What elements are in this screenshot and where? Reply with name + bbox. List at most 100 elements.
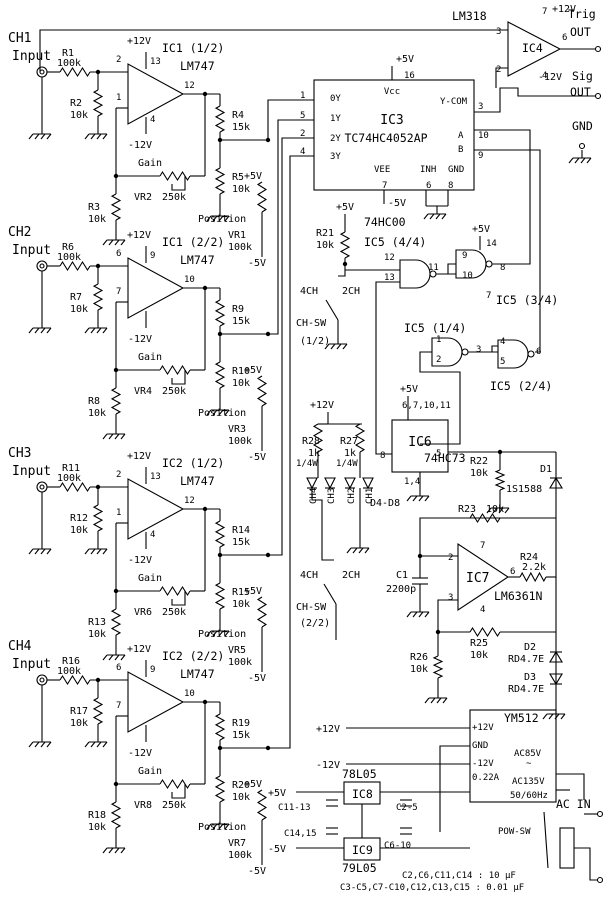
supply-label: +5V <box>400 384 418 395</box>
ground-symbol <box>108 847 114 854</box>
supply-label: -5V <box>248 673 266 684</box>
supply-label: +5V <box>244 779 262 790</box>
resistor-label: R7 <box>70 292 82 303</box>
output-terminal <box>594 92 602 100</box>
resistor-value: 10k <box>88 408 106 419</box>
resistor <box>256 375 268 407</box>
ground-symbol <box>96 548 102 555</box>
pin-number: 10 <box>184 275 195 285</box>
op-amp <box>127 63 185 125</box>
led-icon <box>306 477 318 490</box>
ground-symbol <box>108 239 114 246</box>
gain-label: Gain <box>138 352 162 363</box>
input-jack-icon <box>36 260 48 272</box>
supply-label: -12V <box>128 140 152 151</box>
ground-symbol <box>486 507 492 514</box>
junction-dot <box>113 367 119 373</box>
junction-dot <box>265 331 271 337</box>
ground-symbol <box>84 741 90 748</box>
nand-gate-3-4-bubble <box>485 260 493 268</box>
junction-dot <box>113 173 119 179</box>
ground-symbol <box>114 433 120 440</box>
rail-label: -5V <box>268 844 286 855</box>
channel-name: CH2 <box>8 225 31 240</box>
resistor-value: 15k <box>232 316 250 327</box>
op-amp <box>127 671 185 733</box>
pin-number: 10 <box>184 689 195 699</box>
ym-pin-label: 0.22A <box>472 773 500 783</box>
resistor-value: 15k <box>232 537 250 548</box>
ground-symbol <box>96 741 102 748</box>
input-jack-icon <box>36 481 48 493</box>
junction-dot <box>265 552 271 558</box>
supply-label: +12V <box>127 36 151 47</box>
led-label: CH2 <box>347 488 357 504</box>
position-label: Position <box>198 822 246 833</box>
ic3-a-label: A <box>458 131 464 141</box>
ic-part: LM747 <box>180 253 215 267</box>
ic9-part: 79L05 <box>342 861 377 875</box>
resistor <box>110 608 122 636</box>
ground-symbol <box>542 713 548 720</box>
ground-symbol <box>412 611 418 618</box>
trig-out-label: OUT <box>570 25 591 39</box>
led-label: CH3 <box>327 488 337 504</box>
led-common <box>311 488 334 561</box>
resistor-label: R18 <box>88 810 106 821</box>
diode-icon <box>549 476 563 489</box>
ground-symbol <box>218 215 224 222</box>
ground-symbol <box>212 630 218 637</box>
ground-symbol <box>114 654 120 661</box>
ground-symbol <box>212 215 218 222</box>
vr-value: 100k <box>228 657 252 668</box>
resistor <box>519 571 547 583</box>
supply-label: +12V <box>127 230 151 241</box>
supply-label: +12V <box>127 451 151 462</box>
resistor-value: 100k <box>57 58 81 69</box>
pin-number: 4 <box>150 115 155 125</box>
ground-symbol <box>34 741 40 748</box>
gain-label: Gain <box>138 573 162 584</box>
pin-number: 6 <box>562 33 567 43</box>
supply-label: +12V <box>552 4 576 15</box>
ym-name: YM512 <box>504 711 539 725</box>
ground-symbol <box>224 215 230 222</box>
pin-number: 4 <box>542 71 547 81</box>
ym-ac-label: AC85V <box>514 749 542 759</box>
resistor <box>59 481 91 493</box>
ground-symbol <box>102 133 108 140</box>
vr-label: VR8 <box>134 800 152 811</box>
fuse-icon <box>559 827 575 869</box>
pin-number: 7 <box>480 541 485 551</box>
pin-number: 2 <box>116 55 121 65</box>
resistor <box>214 361 226 389</box>
vr-label: VR5 <box>228 645 246 656</box>
resistor-value: 100k <box>57 473 81 484</box>
ic-label: IC1 (2/2) <box>162 235 224 249</box>
ic3-b-label: B <box>458 145 463 155</box>
pow-switch-blade <box>543 811 549 869</box>
resistor-label: R19 <box>232 718 250 729</box>
ground-symbol <box>418 611 424 618</box>
variable-resistor-wiper <box>171 370 186 385</box>
resistor-value: 10k <box>232 378 250 389</box>
vr-label: VR2 <box>134 192 152 203</box>
trig-label: Trig <box>568 7 596 21</box>
resistor-value: 10k <box>70 718 88 729</box>
vr-value: 250k <box>162 607 186 618</box>
sw-label: 2CH <box>342 570 360 581</box>
ground-symbol <box>430 697 436 704</box>
ground-symbol <box>46 741 52 748</box>
ground-symbol <box>34 133 40 140</box>
ac-terminal <box>596 876 604 884</box>
led-group-label: D4-D8 <box>370 498 400 509</box>
ground-symbol <box>424 611 430 618</box>
resistor-label: R12 <box>70 513 88 524</box>
gate-link <box>447 263 456 274</box>
ground-symbol <box>224 630 230 637</box>
resistor <box>256 181 268 213</box>
resistor <box>59 66 91 78</box>
ground-symbol <box>212 823 218 830</box>
ground-symbol <box>212 409 218 416</box>
gnd-label: GND <box>572 119 593 133</box>
